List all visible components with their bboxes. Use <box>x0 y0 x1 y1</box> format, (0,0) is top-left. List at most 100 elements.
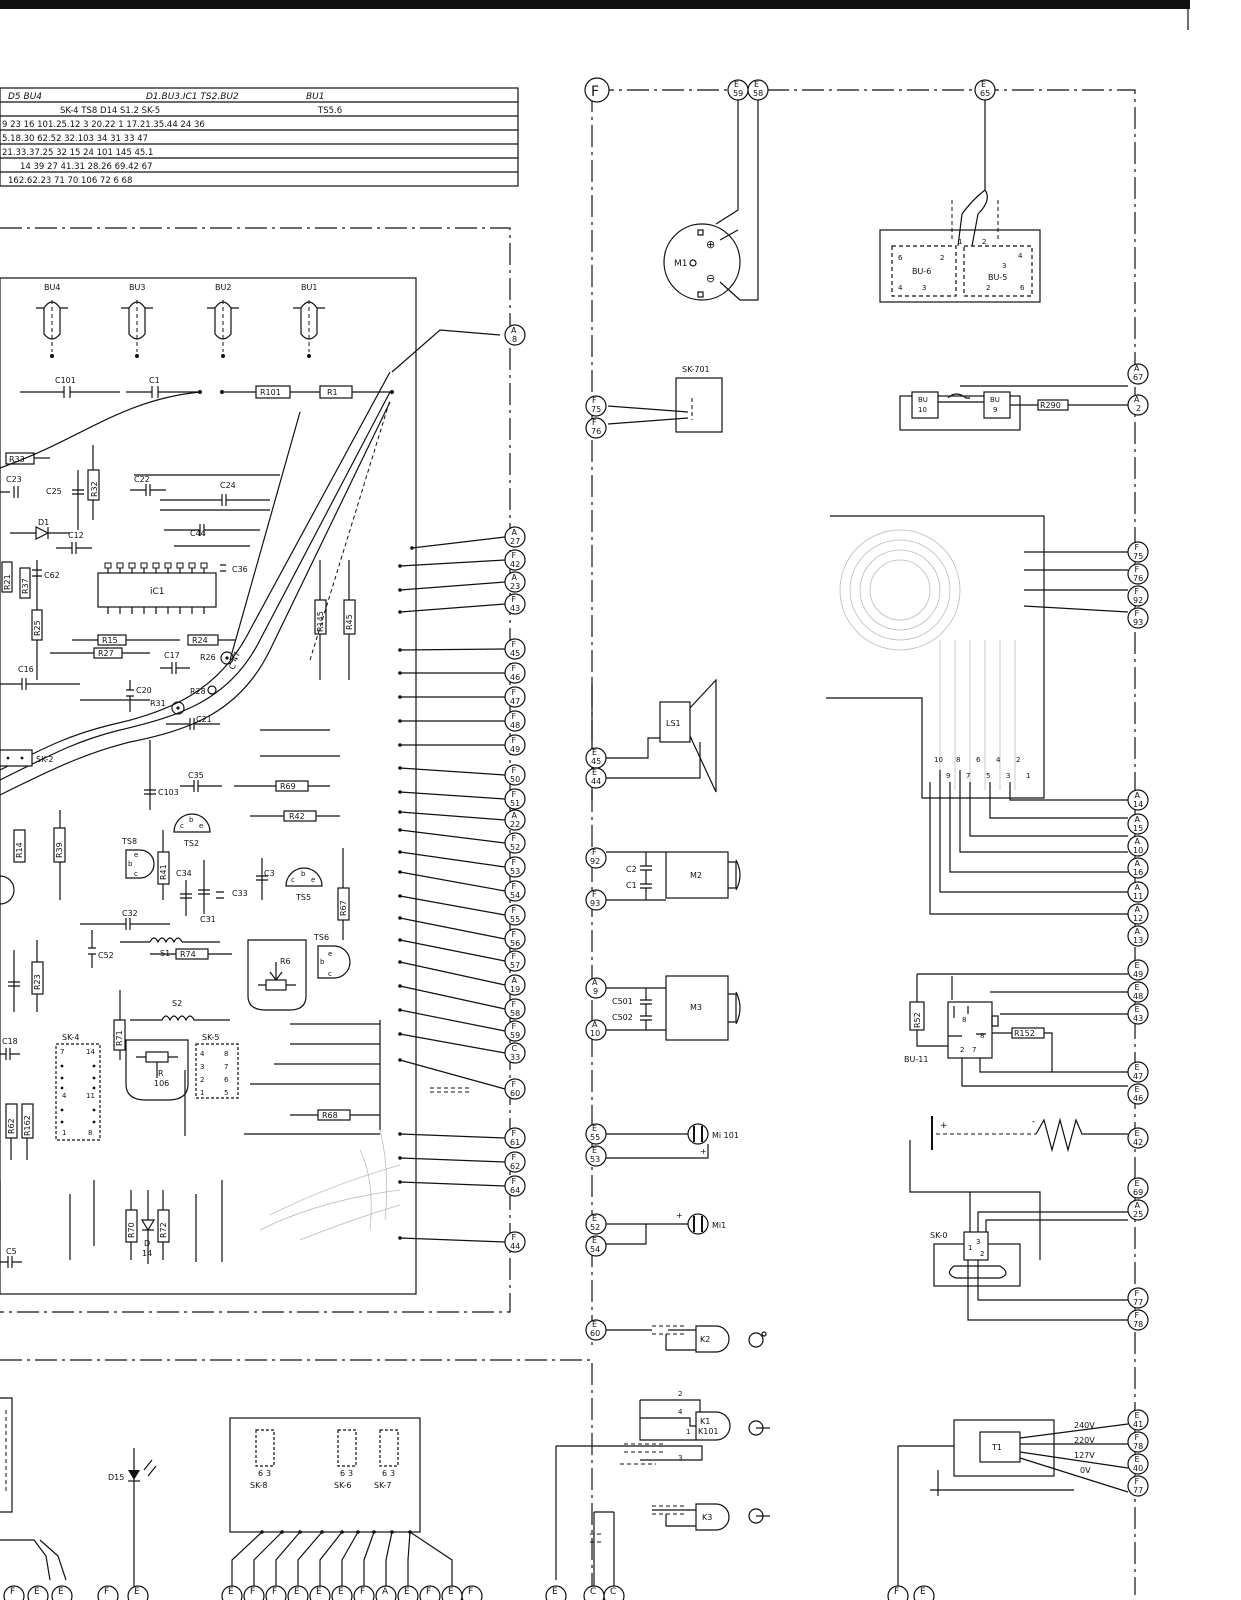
sk5-pin-5: 5 <box>224 1089 228 1097</box>
svg-text:58: 58 <box>753 89 763 98</box>
svg-text:61: 61 <box>510 1138 520 1147</box>
bottom-connector-19: C <box>603 1585 625 1600</box>
svg-text:10: 10 <box>1133 846 1143 855</box>
svg-text:59: 59 <box>733 89 743 98</box>
label-c36: C36 <box>232 565 248 574</box>
svg-text:e: e <box>134 851 138 859</box>
svg-text:53: 53 <box>590 1155 600 1164</box>
bottom-connector-12: A <box>375 1585 397 1600</box>
connector-f59: F59 <box>504 1020 526 1042</box>
label-r69: R69 <box>280 782 296 791</box>
label-r101: R101 <box>260 388 281 397</box>
pcb-pin-6: 6 <box>976 756 981 764</box>
label-r68: R68 <box>322 1111 338 1120</box>
svg-text:A: A <box>1135 883 1141 892</box>
label-c44: C44 <box>190 529 206 538</box>
connector-e69: E69 <box>1127 1177 1149 1199</box>
connector-f76b: F76 <box>1127 563 1149 585</box>
pcb-pin-3: 3 <box>1006 772 1010 780</box>
t1-transformer: T1 240V 220V 127V 0V <box>897 1419 1129 1590</box>
svg-text:A: A <box>592 1020 598 1029</box>
connector-e52: E 52 <box>585 1213 607 1235</box>
k101-label: K101 <box>698 1427 719 1436</box>
svg-text:F: F <box>512 1233 517 1242</box>
svg-text:43: 43 <box>510 604 520 613</box>
svg-text:9: 9 <box>993 406 997 414</box>
svg-text:41: 41 <box>1133 1420 1143 1429</box>
bottom-connector-11: F <box>353 1585 375 1600</box>
sk0-socket: SK-0 1 3 2 <box>930 1192 1128 1321</box>
pcb-pin-8: 8 <box>956 756 960 764</box>
label-c1: C1 <box>149 376 160 385</box>
pcb-pin-1: 1 <box>1026 772 1030 780</box>
svg-text:A: A <box>512 528 518 537</box>
label-sk2: SK-2 <box>36 755 53 764</box>
svg-text:E: E <box>754 80 759 89</box>
svg-text:E: E <box>1135 1005 1140 1014</box>
header-row-1b: TS5.6 <box>317 106 342 116</box>
label-r15: R15 <box>102 636 118 645</box>
svg-text:F: F <box>1135 1477 1140 1486</box>
label-r145: R145 <box>316 611 325 632</box>
sk7-pin-6: 6 <box>382 1469 387 1478</box>
sk0-label: SK-0 <box>930 1231 947 1240</box>
svg-text:C: C <box>610 1587 616 1597</box>
svg-text:F: F <box>894 1587 899 1597</box>
battery-plus: + <box>940 1121 948 1131</box>
label-c47: C 47 <box>227 650 242 670</box>
bu4-connector: BU4 <box>36 283 68 358</box>
svg-text:E: E <box>134 1587 140 1597</box>
connector-a22: A22 <box>504 809 526 831</box>
label-c101: C101 <box>55 376 76 385</box>
relay-pin-1: 1 <box>686 1428 690 1436</box>
connector-a15: A15 <box>1127 813 1149 835</box>
label-c31: C31 <box>200 915 216 924</box>
svg-text:A: A <box>1135 837 1141 846</box>
sk4-pin-14: 14 <box>86 1048 95 1056</box>
svg-text:92: 92 <box>1133 596 1143 605</box>
top-border-bar <box>0 0 1190 9</box>
label-ts5: TS5 <box>295 893 311 902</box>
ls1-speaker: LS1 <box>591 678 717 800</box>
relay-pin-4: 4 <box>678 1408 683 1416</box>
svg-text:F: F <box>468 1587 473 1597</box>
connector-f75b: F75 <box>1127 541 1149 563</box>
svg-text:F: F <box>512 736 517 745</box>
sk5-pin-2: 2 <box>200 1076 204 1084</box>
bottom-connector-2: E <box>51 1585 73 1600</box>
svg-text:e: e <box>311 876 315 884</box>
connector-f49: F49 <box>504 734 526 756</box>
connector-f44: F44 <box>504 1231 526 1253</box>
bu5-label: BU-5 <box>988 273 1007 282</box>
label-ic1: iC1 <box>150 587 165 597</box>
connector-f54: F54 <box>504 880 526 902</box>
bu5-pin-4: 4 <box>1018 252 1023 260</box>
pcb-pin-5: 5 <box>986 772 990 780</box>
svg-text:F: F <box>1135 609 1140 618</box>
bu10-bu9-jacks: BU 10 BU 9 R290 <box>899 385 1128 431</box>
m2-c1-label: C1 <box>626 881 637 890</box>
svg-text:23: 23 <box>510 582 520 591</box>
svg-text:E: E <box>1135 1129 1140 1138</box>
svg-text:93: 93 <box>1133 618 1143 627</box>
label-s2: S2 <box>172 999 182 1008</box>
label-r31: R31 <box>150 699 166 708</box>
sk5-pin-6: 6 <box>224 1076 229 1084</box>
svg-text:E: E <box>294 1587 300 1597</box>
svg-text:F: F <box>272 1587 277 1597</box>
svg-text:52: 52 <box>510 843 520 852</box>
label-r21: R21 <box>3 574 12 590</box>
svg-text:76: 76 <box>591 427 601 436</box>
connector-f64: F64 <box>504 1175 526 1197</box>
svg-text:c: c <box>180 822 184 830</box>
svg-text:F: F <box>1135 1311 1140 1320</box>
svg-text:44: 44 <box>510 1242 520 1251</box>
bottom-connector-1: E <box>27 1585 49 1600</box>
frame-lines <box>0 89 1136 1595</box>
voltage-127: 127V <box>1074 1451 1095 1460</box>
bu-pin-2: 2 <box>982 238 986 246</box>
svg-text:15: 15 <box>1133 824 1143 833</box>
connector-f93-left: F 93 <box>585 889 607 911</box>
sk-fanout-wires <box>231 1530 453 1586</box>
header-row-3: 5.18.30 62.52 32.103 34 31 33 47 <box>2 134 148 144</box>
